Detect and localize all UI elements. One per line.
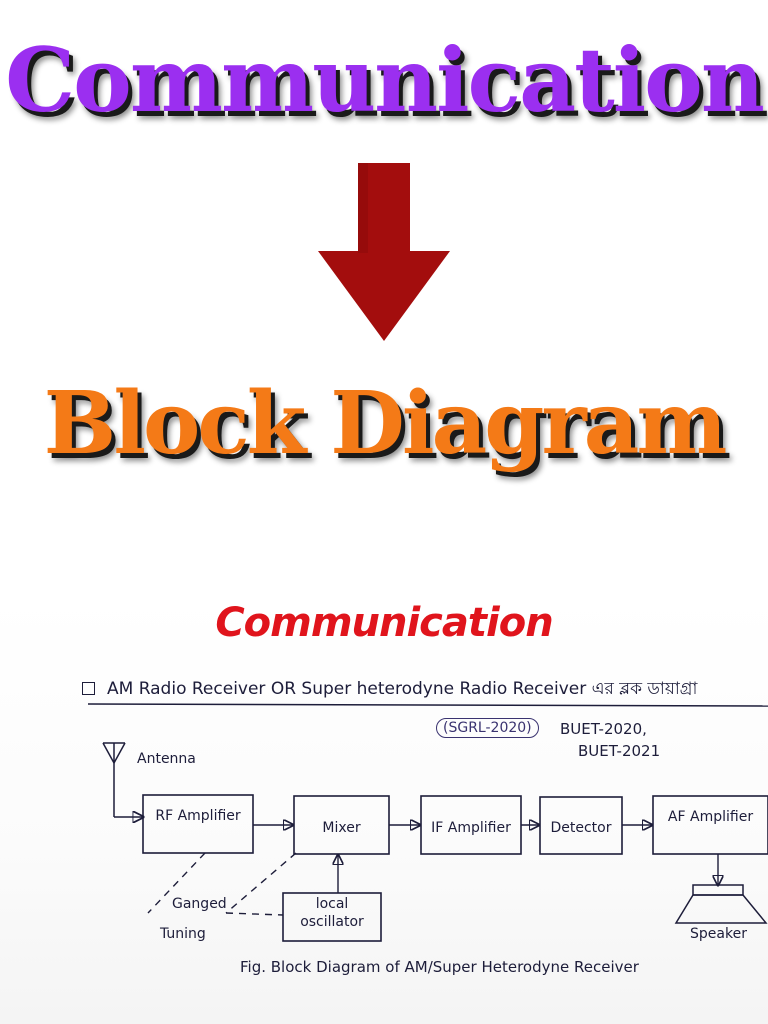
- notes-heading: AM Radio Receiver OR Super heterodyne Ra…: [82, 676, 697, 704]
- detector-label: Detector: [550, 820, 612, 836]
- speaker-icon: [674, 884, 768, 924]
- figure-caption: Fig. Block Diagram of AM/Super Heterodyn…: [240, 958, 639, 976]
- ganged-label: Ganged: [172, 896, 227, 912]
- local-oscillator-label-2: oscillator: [300, 914, 364, 930]
- local-oscillator-label-1: local: [315, 896, 349, 912]
- page-title: Communication: [5, 28, 765, 132]
- page-subtitle: Block Diagram: [43, 373, 728, 474]
- notes-photo: [0, 595, 768, 1024]
- tuning-label: Tuning: [160, 926, 206, 942]
- notes-heading-text: AM Radio Receiver OR Super heterodyne Ra…: [107, 679, 698, 699]
- speaker-label: Speaker: [690, 926, 747, 942]
- checkbox-icon: [82, 682, 95, 695]
- if-amplifier-label: IF Amplifier: [431, 820, 511, 836]
- local-oscillator-block: [282, 892, 382, 942]
- ganged-tuning-lines: [147, 852, 297, 916]
- af-amplifier-label: AF Amplifier: [667, 809, 754, 825]
- rf-amplifier-block: [142, 794, 254, 854]
- block-diagram: [87, 703, 768, 942]
- antenna-icon: [102, 742, 143, 817]
- notes-brand: Communication: [215, 600, 553, 646]
- ref-buet-2021: BUET-2021: [578, 742, 661, 760]
- af-amplifier-block: [652, 795, 768, 855]
- ref-buet-2020: BUET-2020,: [560, 720, 647, 738]
- antenna-label: Antenna: [137, 751, 196, 767]
- rf-amplifier-label: RF Amplifier: [155, 808, 241, 824]
- down-arrow-icon: [318, 163, 450, 343]
- ref-sgrl: (SGRL-2020): [436, 718, 539, 738]
- mixer-label: Mixer: [322, 820, 361, 836]
